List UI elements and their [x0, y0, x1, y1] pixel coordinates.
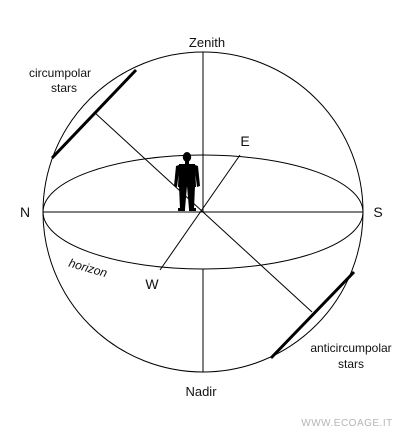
anticircumpolar-label-line2: stars	[338, 357, 364, 371]
polar-axis	[93, 111, 313, 313]
circumpolar-label-line1: circumpolar	[29, 66, 91, 80]
observer-person-icon	[174, 152, 200, 211]
circumpolar-stars-circle	[50, 68, 138, 160]
watermark: WWW.ECOAGE.IT	[301, 418, 393, 429]
horizon-label: horizon	[67, 256, 109, 280]
circumpolar-label-line2: stars	[51, 81, 77, 95]
anticircumpolar-stars-circle	[269, 270, 356, 360]
north-label: N	[20, 204, 30, 220]
anticircumpolar-label-line1: anticircumpolar	[310, 341, 391, 355]
south-label: S	[373, 204, 382, 220]
zenith-label: Zenith	[189, 35, 225, 50]
nadir-label: Nadir	[185, 384, 217, 399]
west-label: W	[145, 276, 159, 292]
east-west-axis	[159, 154, 241, 271]
east-label: E	[240, 133, 249, 149]
